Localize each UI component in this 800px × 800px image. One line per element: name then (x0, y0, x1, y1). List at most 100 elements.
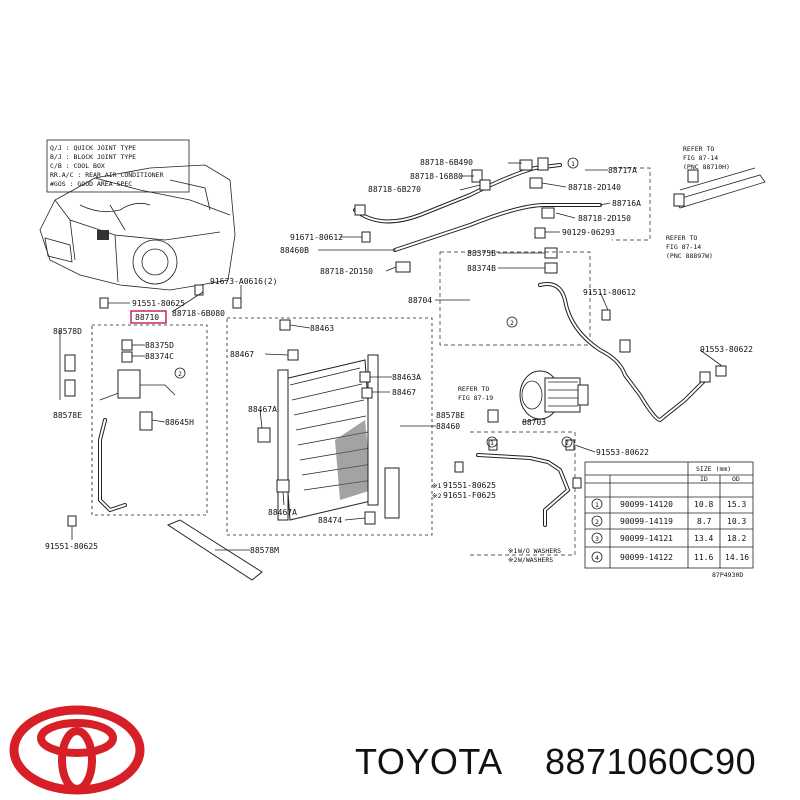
part-label: 88578D (53, 327, 82, 336)
table-cell-od: 15.3 (727, 500, 746, 509)
part-label: 88467 (230, 350, 254, 359)
legend-line: #GOS : GOOD AREA SPEC (50, 180, 132, 188)
part-label: 88718-6B080 (172, 309, 225, 318)
circle-mark-label: 1 (571, 160, 575, 168)
part-label: 88463 (310, 324, 334, 333)
part-label: 88716A (612, 199, 641, 208)
table-header: ID (700, 475, 708, 483)
table-cell-part: 90099-14119 (620, 517, 673, 526)
table-header: OD (732, 475, 740, 483)
part-label: 88578E (436, 411, 465, 420)
table-cell-id: 10.8 (694, 500, 713, 509)
refer-bracket-top: REFER TO FIG 87-14 (PNC 88710H) REFER TO… (612, 145, 766, 260)
legend-line: RR.A/C : REAR AIR CONDITIONER (50, 171, 164, 179)
part-label: 91511-80612 (583, 288, 636, 297)
table-cell-od: 10.3 (727, 517, 746, 526)
circle-mark (561, 436, 573, 448)
table-cell-no: 3 (595, 535, 599, 543)
circle-marks: 1 2 2 1 2 (174, 157, 579, 448)
diagram-code: 87P4930D (712, 571, 743, 579)
circle-mark-label: 1 (490, 439, 494, 447)
part-label: 88645H (165, 418, 194, 427)
circle-mark-label: 2 (510, 319, 514, 327)
part-label: 88374B (467, 264, 496, 273)
vehicle-illustration (39, 164, 236, 291)
part-label: 91671-80612 (290, 233, 343, 242)
leader-lines (59, 162, 723, 551)
washer-note: W/O WASHERS (518, 547, 561, 555)
part-label: 90129-06293 (562, 228, 615, 237)
table-cell-id: 8.7 (697, 517, 712, 526)
table-cell-no: 1 (595, 501, 599, 509)
mark-label: ※1 (508, 547, 517, 555)
table-cell-id: 13.4 (694, 534, 713, 543)
part-label: 88460 (436, 422, 460, 431)
part-label: 88375B (467, 249, 496, 258)
mark-label: ※2 (508, 556, 517, 564)
part-label: 88374C (145, 352, 174, 361)
mark-label: ※2 (432, 492, 441, 500)
table-cell-part: 90099-14120 (620, 500, 673, 509)
mark-label: ※1 (432, 482, 441, 490)
part-label: 91551-80625 (132, 299, 185, 308)
refer-note: FIG 87-19 (458, 394, 493, 402)
part-label: 88718-2D140 (568, 183, 621, 192)
part-label: 91553-80622 (596, 448, 649, 457)
part-label: 91553-80622 (700, 345, 753, 354)
table-title: SIZE (mm) (696, 465, 731, 473)
table-cell-part: 90099-14122 (620, 553, 673, 562)
circle-mark-label: 2 (565, 439, 569, 447)
part-label: 88718-2D150 (578, 214, 631, 223)
left-dryer-assembly (64, 297, 208, 527)
part-label: 88718-16880 (410, 172, 463, 181)
part-label: 91651-F0625 (443, 491, 496, 500)
part-label: 88578M (250, 546, 279, 555)
toyota-logo-icon (9, 705, 145, 795)
compressor (519, 370, 589, 420)
hose-88704 (439, 251, 727, 423)
hose-88703 (454, 409, 582, 556)
part-label: 88703 (522, 418, 546, 427)
legend-line: C/B : COOL BOX (50, 162, 105, 170)
circle-mark (486, 436, 498, 448)
table-cell-no: 2 (595, 518, 599, 526)
part-label: 91551-80625 (45, 542, 98, 551)
part-label: 88718-6B270 (368, 185, 421, 194)
part-label: 88704 (408, 296, 432, 305)
circle-mark (567, 157, 579, 169)
legend-line: B/J : BLOCK JOINT TYPE (50, 153, 136, 161)
part-label: 88474 (318, 516, 342, 525)
part-label: 88467A (248, 405, 277, 414)
table-cell-id: 11.6 (694, 553, 713, 562)
part-label: 88467A (268, 508, 297, 517)
brand-name: TOYOTA (355, 741, 503, 782)
part-label: 88718-2D150 (320, 267, 373, 276)
refer-note: (PNC 88897W) (666, 252, 713, 260)
legend-line: Q/J : QUICK JOINT TYPE (50, 144, 136, 152)
condenser-assembly (194, 284, 433, 536)
part-label: 91551-80625 (443, 481, 496, 490)
refer-note: REFER TO (666, 234, 697, 242)
table-cell-od: 18.2 (727, 534, 746, 543)
circle-mark (506, 316, 518, 328)
refer-note: REFER TO (683, 145, 714, 153)
refer-note: (PNC 88710H) (683, 163, 730, 171)
table-cell-od: 14.16 (725, 553, 749, 562)
refer-note: FIG 87-14 (683, 154, 718, 162)
table-cell-part: 90099-14121 (620, 534, 673, 543)
refer-note: FIG 87-14 (666, 243, 701, 251)
size-table: SIZE (mm) ID OD 1 90099-14120 10.8 15.3 … (584, 461, 754, 569)
part-labels: 88718-6B490 88717A 88718-6B270 88718-168… (45, 158, 753, 579)
part-label: 88463A (392, 373, 421, 382)
circle-mark (174, 367, 186, 379)
highlight-box (130, 310, 167, 324)
part-label: 88467 (392, 388, 416, 397)
part-label: 88718-6B490 (420, 158, 473, 167)
part-label: 88460B (280, 246, 309, 255)
refer-note: REFER TO (458, 385, 489, 393)
part-label-highlighted: 88710 (135, 313, 159, 322)
part-label: 91673-A0616(2) (210, 277, 277, 286)
table-cell-no: 4 (595, 554, 599, 562)
part-label: 88717A (608, 166, 637, 175)
